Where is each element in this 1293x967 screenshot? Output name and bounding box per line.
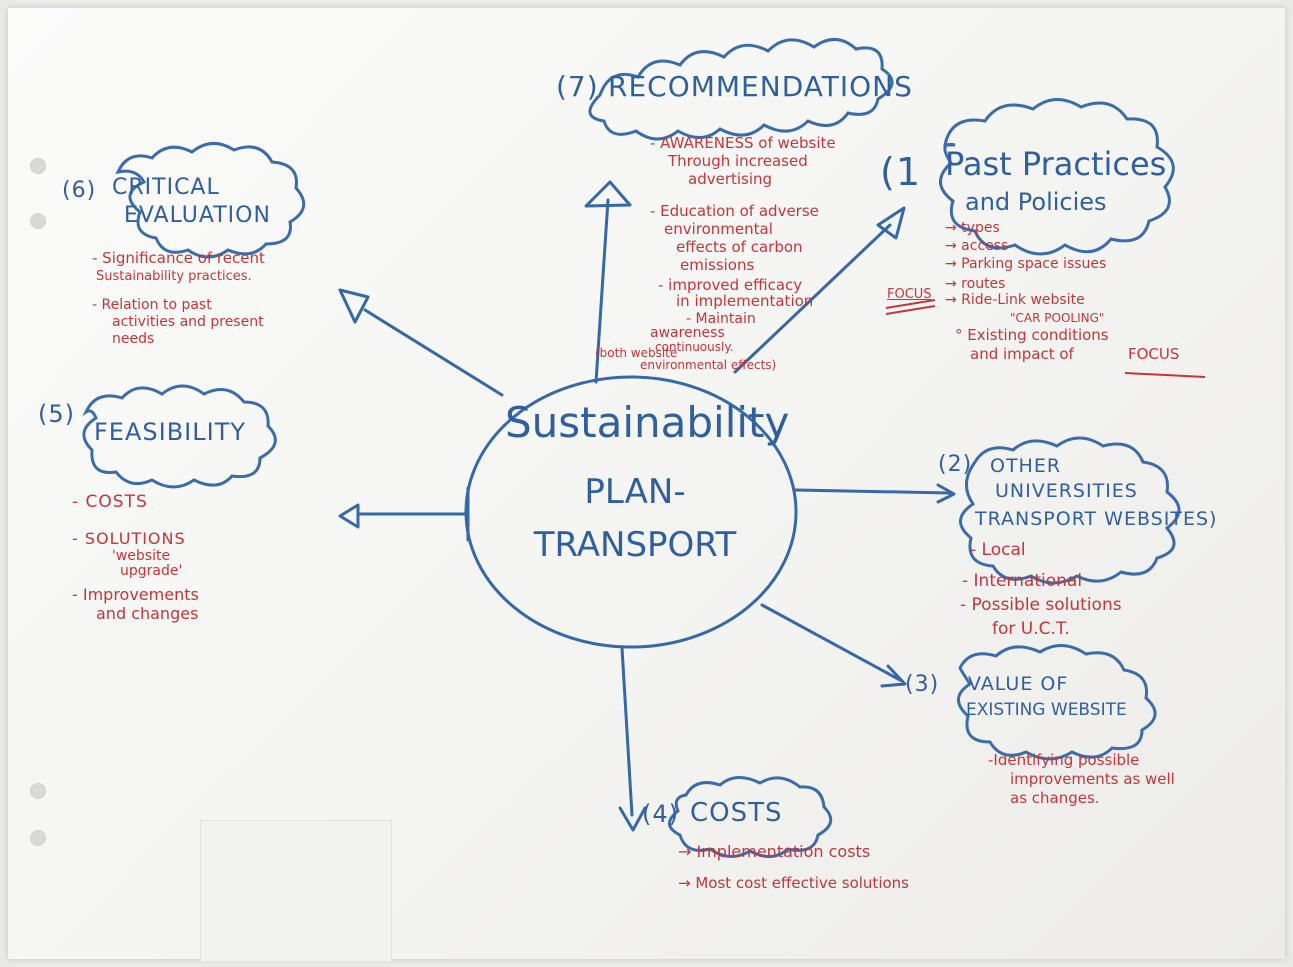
value-existing-number: (3) — [905, 672, 940, 697]
past-practices-note: "CAR POOLING" — [1010, 311, 1105, 325]
recommendations-note: effects of carbon — [676, 238, 803, 256]
other-universities-note: - Local — [970, 540, 1026, 560]
other-universities-subtitle-2: TRANSPORT WEBSITES) — [975, 508, 1218, 530]
costs-title: COSTS — [690, 798, 783, 828]
past-practices-note: → routes — [945, 276, 1006, 292]
cloud-past-practices — [939, 98, 1175, 256]
other-universities-title: OTHER — [990, 455, 1062, 477]
cloud-critical-evaluation — [115, 142, 306, 259]
critical-evaluation-note: Sustainability practices. — [96, 269, 252, 284]
past-practices-focus-note: FOCUS — [1128, 345, 1180, 363]
costs-note: → Implementation costs — [678, 842, 871, 861]
recommendations-note: emissions — [680, 256, 755, 274]
recommendations-note: - Education of adverse — [650, 202, 819, 220]
critical-evaluation-subtitle: EVALUATION — [124, 203, 271, 228]
feasibility-note: - SOLUTIONS — [72, 529, 186, 548]
punch-hole — [30, 783, 46, 799]
critical-evaluation-note: needs — [112, 331, 155, 347]
center-subtitle-transport: TRANSPORT — [533, 525, 737, 565]
value-existing-note: -Identifying possible — [988, 751, 1140, 769]
recommendations-note: advertising — [688, 170, 773, 188]
focus-underline — [1124, 372, 1206, 378]
critical-evaluation-title: CRITICAL — [112, 175, 220, 200]
arrow-to-recommendations — [584, 180, 632, 384]
arrow-to-costs — [618, 646, 647, 832]
recommendations-note: environmental effects) — [640, 358, 777, 372]
cloud-feasibility — [82, 384, 277, 489]
past-practices-note: → access — [945, 238, 1009, 254]
value-existing-note: as changes. — [1010, 789, 1100, 807]
recommendations-note: - AWARENESS of website — [650, 134, 836, 152]
feasibility-note: - Improvements — [72, 585, 199, 604]
recommendations-note: environmental — [664, 220, 773, 238]
past-practices-title: Past Practices — [945, 145, 1167, 183]
recommendations-note: (both website — [595, 346, 678, 360]
other-universities-note: - International — [962, 571, 1083, 591]
past-practices-note: → Parking space issues — [945, 256, 1107, 272]
critical-evaluation-note: - Significance of recent — [92, 249, 265, 267]
past-practices-note: and impact of — [970, 345, 1074, 363]
past-practices-subtitle: and Policies — [965, 188, 1107, 216]
punch-hole — [30, 158, 46, 174]
other-universities-number: (2) — [938, 452, 973, 477]
other-universities-note: - Possible solutions — [960, 595, 1122, 615]
feasibility-number: (5) — [38, 400, 75, 428]
recommendations-note: awareness — [650, 325, 725, 341]
punch-hole — [30, 213, 46, 229]
center-title: Sustainability — [505, 398, 790, 447]
cloud-recommendations — [588, 38, 894, 141]
focus-underline — [885, 299, 936, 309]
critical-evaluation-number: (6) — [62, 178, 97, 203]
feasibility-note: 'website — [112, 548, 171, 564]
center-subtitle-plan: PLAN- — [584, 472, 686, 512]
feasibility-note: - COSTS — [72, 492, 148, 512]
recommendations-note: - improved efficacy — [658, 276, 803, 294]
past-practices-note: → Ride-Link website — [945, 292, 1085, 308]
value-existing-title: VALUE OF — [968, 673, 1069, 695]
focus-label: FOCUS — [887, 287, 932, 302]
cloud-other-universities — [959, 436, 1181, 585]
recommendations-note: in implementation — [676, 292, 814, 310]
past-practices-note: → types — [945, 220, 1000, 236]
cloud-costs — [668, 776, 833, 858]
critical-evaluation-note: - Relation to past — [92, 297, 212, 313]
arrow-to-feasibility — [338, 486, 470, 542]
cloud-value-existing — [957, 644, 1157, 761]
costs-note: → Most cost effective solutions — [678, 874, 909, 892]
recommendations-note: - Maintain — [686, 311, 756, 327]
critical-evaluation-note: activities and present — [112, 314, 264, 330]
recommendations-number: (7) — [556, 70, 599, 103]
focus-underline — [885, 305, 936, 315]
value-existing-note: improvements as well — [1010, 770, 1175, 788]
arrow-to-other-universities — [794, 483, 956, 504]
costs-number: (4) — [642, 800, 679, 828]
recommendations-note: continuously. — [655, 340, 734, 354]
recommendations-title: RECOMMENDATIONS — [608, 70, 913, 103]
feasibility-note: and changes — [96, 604, 199, 623]
arrow-to-value-existing — [760, 603, 907, 688]
feasibility-note: upgrade' — [120, 563, 183, 579]
other-universities-note: for U.C.T. — [992, 619, 1070, 639]
other-universities-subtitle: UNIVERSITIES — [995, 480, 1138, 502]
arrow-to-critical-evaluation — [338, 288, 504, 397]
punch-hole — [30, 830, 46, 846]
recommendations-note: Through increased — [668, 152, 808, 170]
value-existing-subtitle: EXISTING WEBSITE — [966, 700, 1127, 720]
paper-sticker — [200, 820, 392, 962]
arrow-to-past-practices — [733, 206, 906, 374]
center-circle — [464, 375, 798, 649]
past-practices-number: (1 — [880, 150, 922, 194]
past-practices-note: ° Existing conditions — [955, 326, 1109, 344]
feasibility-title: FEASIBILITY — [94, 418, 247, 446]
